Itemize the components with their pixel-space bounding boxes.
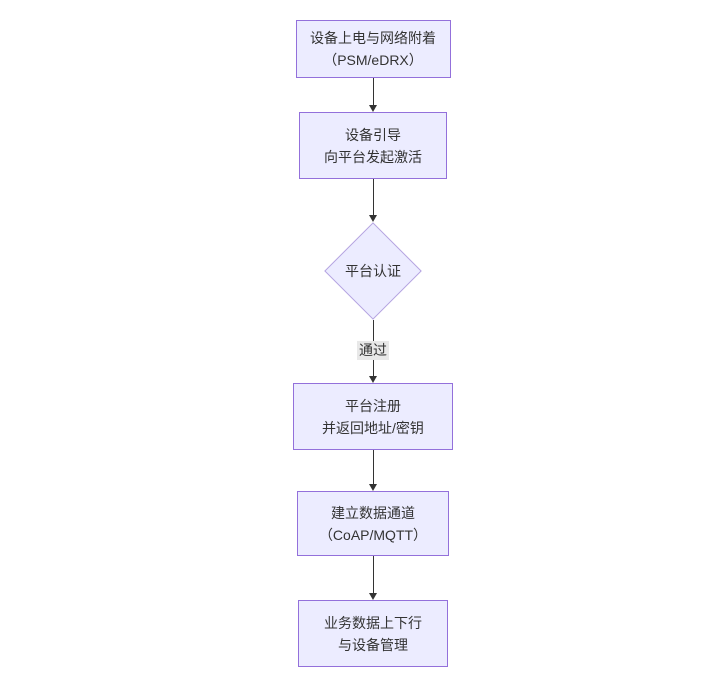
node-line: （PSM/eDRX） xyxy=(323,52,423,68)
edge-2 xyxy=(369,179,377,222)
node-business-data: 业务数据上下行 与设备管理 xyxy=(298,600,448,667)
arrowhead-icon xyxy=(369,105,377,112)
arrowhead-icon xyxy=(369,484,377,491)
arrowhead-icon xyxy=(369,376,377,383)
edge-line xyxy=(372,450,374,484)
node-line: 并返回地址/密钥 xyxy=(322,419,424,436)
node-bootstrap-activate: 设备引导 向平台发起激活 xyxy=(299,112,447,179)
node-line: 业务数据上下行 xyxy=(324,614,422,631)
edge-1 xyxy=(369,78,377,112)
node-line: 设备上电与网络附着 xyxy=(310,30,436,46)
node-power-on-attach: 设备上电与网络附着 （PSM/eDRX） xyxy=(295,20,451,78)
arrowhead-icon xyxy=(369,215,377,222)
node-line: 平台注册 xyxy=(345,397,401,414)
node-line: 与设备管理 xyxy=(338,636,408,653)
edge-line xyxy=(372,179,374,215)
arrowhead-icon xyxy=(369,593,377,600)
edge-3: 通过 xyxy=(357,320,389,383)
edge-label: 通过 xyxy=(357,340,389,360)
node-platform-register: 平台注册 并返回地址/密钥 xyxy=(293,383,453,450)
edge-5 xyxy=(369,556,377,600)
edge-4 xyxy=(369,450,377,491)
node-line: 平台认证 xyxy=(345,263,401,279)
node-platform-auth: 平台认证 xyxy=(324,222,423,320)
node-line: 建立数据通道 xyxy=(331,504,415,521)
node-line: （CoAP/MQTT） xyxy=(318,526,428,543)
flowchart: 设备上电与网络附着 （PSM/eDRX） 设备引导 向平台发起激活 平台认证 通… xyxy=(293,0,453,667)
node-data-channel: 建立数据通道 （CoAP/MQTT） xyxy=(297,491,449,556)
edge-line xyxy=(372,556,374,593)
node-line: 向平台发起激活 xyxy=(324,148,422,165)
edge-line xyxy=(372,78,374,105)
node-line: 设备引导 xyxy=(345,126,401,143)
